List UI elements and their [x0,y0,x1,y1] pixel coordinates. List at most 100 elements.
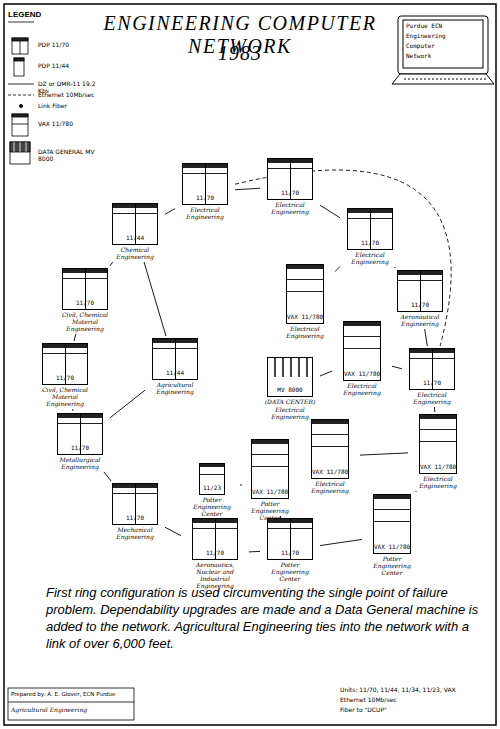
department-name: Electrical Engineering [177,206,233,220]
model-number: 11/70 [63,299,107,306]
model-number: MV 8000 [268,386,312,393]
computer-node: 11/70Civil, Chemical Material Engineerin… [53,268,117,332]
computer-node: 11/70Metallurgical Engineering [52,413,108,470]
computer-node: 11/23Potter Engineering Center [184,463,240,517]
network-link [434,407,435,412]
department-name: Mechanical Engineering [107,526,163,540]
label: Ethernet 10Mb/sec [340,696,490,703]
model-number: VAX 11/780 [374,543,410,550]
network-link [394,267,396,268]
network-link [74,334,76,341]
computer-node: VAX 11/780Electrical Engineering [277,264,333,339]
label: Purdue ECN [406,22,480,29]
computer-cabinet: VAX 11/780 [419,414,457,474]
computer-cabinet: 11/44 [152,338,198,380]
network-link [235,188,260,189]
label: Engineering [406,32,480,39]
computer-cabinet: MV 8000 [267,357,313,397]
computer-node: VAX 11/780Electrical Engineering [334,321,390,396]
computer-node: VAX 11/780Electrical Engineering [302,419,358,494]
label: Agricultural Engineering [11,706,133,713]
computer-node: VAX 11/780Electrical Engineering [410,414,466,489]
computer-cabinet: 11/70 [42,343,88,385]
legend-underline [8,22,34,23]
department-name: (DATA CENTER) [262,398,318,405]
network-link [165,209,175,215]
network-link [249,551,260,553]
computer-cabinet: 11/70 [182,163,228,205]
computer-cabinet: VAX 11/780 [251,439,289,499]
caption: First ring configuration is used circumv… [46,584,482,652]
model-number: 11/70 [268,189,312,196]
computer-node: MV 8000 (DATA CENTER)Electrical Engineeri… [262,357,318,420]
legend-text: PDP 11/44 [38,62,100,69]
model-number: 11/70 [398,301,442,308]
model-number: 11/44 [113,234,157,241]
department-name: Civil, Chemical Material Engineering [53,311,117,332]
computer-cabinet: VAX 11/780 [373,494,411,554]
department-name: Electrical Engineering [302,480,358,494]
department-name: Potter Engineering Center [262,561,318,582]
computer-node: 11/70Civil, Chemical Material Engineerin… [33,343,97,407]
computer-cabinet: 11/70 [409,348,455,390]
legend-text: Link Fiber [38,102,100,109]
computer-cabinet: VAX 11/780 [311,419,349,479]
computer-cabinet: 11/70 [267,518,313,560]
legend-symbols [8,38,34,164]
model-number: 11/70 [43,374,87,381]
model-number: VAX 11/780 [287,313,323,320]
department-name: Aeronautics, Nuclear and Industrial Engi… [183,561,247,589]
network-link [240,484,242,485]
label: 1983 [200,42,280,65]
department-name: Electrical Engineering [410,475,466,489]
computer-cabinet: 11/70 [62,268,108,310]
network-link [425,329,428,346]
computer-node: 11/44Agricultural Engineering [147,338,203,395]
terminal-illustration [392,16,494,84]
computer-cabinet: 11/70 [267,158,313,200]
department-name: Electrical Engineering [334,382,390,396]
network-link [144,262,166,336]
computer-node: VAX 11/780Potter Engineering Center [242,439,298,521]
computer-node: 11/70Electrical Engineering [262,158,318,215]
label: LEGEND [8,10,48,19]
computer-cabinet: 11/44 [112,203,158,245]
department-name: Electrical Engineering [262,406,318,420]
model-number: VAX 11/780 [420,463,456,470]
model-number: 11/70 [58,444,102,451]
credit-box [8,688,134,720]
network-link [320,539,362,545]
label: Fiber to "DCUP" [340,706,490,713]
computer-node: 11/70Mechanical Engineering [107,483,163,540]
network-link [320,205,340,218]
department-name: Potter Engineering Center [364,555,420,576]
department-name: Agricultural Engineering [147,381,203,395]
computer-cabinet: VAX 11/780 [343,321,381,381]
computer-cabinet: 11/70 [112,483,158,525]
computer-cabinet: 11/70 [192,518,238,560]
model-number: 11/70 [410,379,454,386]
department-name: Aeronautical Engineering [392,313,448,327]
model-number: 11/70 [348,239,392,246]
computer-cabinet: 11/70 [347,208,393,250]
computer-node: 11/70Potter Engineering Center [262,518,318,582]
network-link [110,262,113,266]
label: Units: 11/70, 11/44, 11/34, 11/23, VAX [340,686,490,693]
model-number: 11/70 [268,549,312,556]
network-link [360,453,408,455]
department-name: Chemical Engineering [107,246,163,260]
model-number: VAX 11/780 [252,488,288,495]
department-name: Electrical Engineering [342,251,398,265]
network-link [320,371,332,376]
label: Network [406,52,480,59]
network-link [104,472,111,481]
department-name: Electrical Engineering [277,325,333,339]
page-frame [4,4,496,725]
department-name: Electrical Engineering [404,391,460,405]
network-link [415,491,417,492]
network-link [110,390,145,418]
label: Computer [406,42,480,49]
model-number: VAX 11/780 [312,468,348,475]
computer-node: 11/44Chemical Engineering [107,203,163,260]
